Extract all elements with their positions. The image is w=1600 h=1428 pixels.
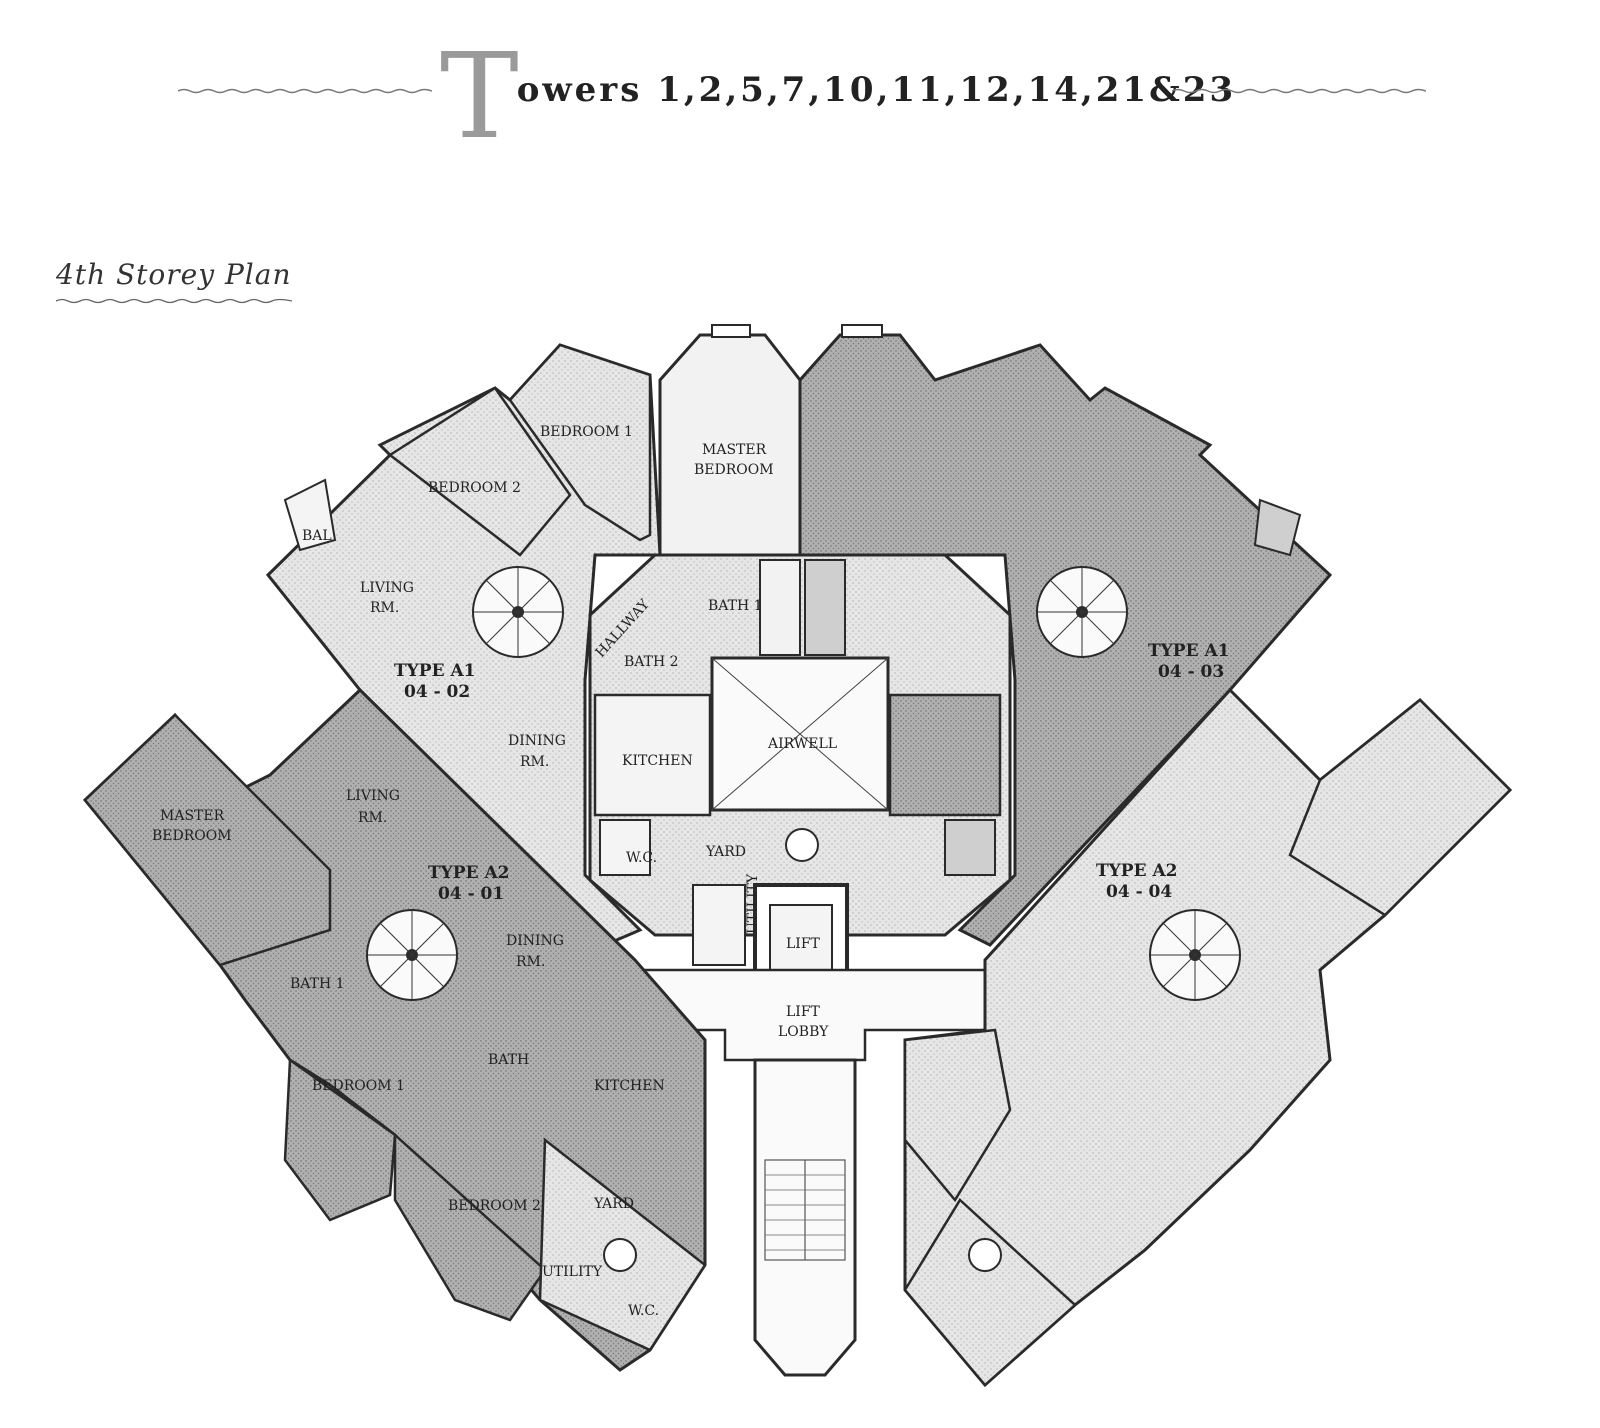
spiral-stair-0404 bbox=[1149, 909, 1241, 1001]
label-yard-left: YARD bbox=[593, 1196, 634, 1212]
label-airwell: AIRWELL bbox=[767, 736, 837, 752]
floor-plan-drawing: BEDROOM 1 MASTER BEDROOM BEDROOM 2 BAL L… bbox=[82, 324, 1513, 1388]
label-bath2-top: BATH 2 bbox=[624, 654, 679, 670]
label-unit-a1-0402-type: TYPE A1 bbox=[394, 661, 475, 681]
subtitle-rule bbox=[56, 298, 292, 304]
page-title: T owers 1,2,5,7,10,11,12,14,21&23 bbox=[440, 27, 1237, 165]
title-rule-right bbox=[1172, 88, 1426, 94]
unit-a2-0404-area bbox=[903, 687, 1513, 1388]
label-bedroom2-left: BEDROOM 2 bbox=[448, 1198, 541, 1214]
label-living-top-1: LIVING bbox=[360, 580, 414, 596]
label-bedroom1-top: BEDROOM 1 bbox=[540, 424, 633, 440]
unit-a2-0401-area bbox=[82, 687, 707, 1372]
spiral-stair-0403 bbox=[1036, 566, 1128, 658]
label-unit-a1-0403-number: 04 - 03 bbox=[1158, 662, 1224, 682]
label-unit-a1-0402-number: 04 - 02 bbox=[404, 682, 470, 702]
label-utility-left: UTILITY bbox=[542, 1264, 603, 1280]
floor-plan: BEDROOM 1 MASTER BEDROOM BEDROOM 2 BAL L… bbox=[0, 300, 1600, 1424]
title-rule-left bbox=[178, 88, 432, 94]
label-lift-lobby-2: LOBBY bbox=[778, 1024, 829, 1040]
label-living-top-2: RM. bbox=[370, 600, 399, 616]
master-bedroom-top-area bbox=[658, 324, 802, 557]
staircase-area bbox=[753, 1058, 857, 1377]
label-living-left-1: LIVING bbox=[346, 788, 400, 804]
label-dining-top-1: DINING bbox=[508, 733, 566, 749]
label-unit-a2-0401-number: 04 - 01 bbox=[438, 884, 504, 904]
label-master-top-2: BEDROOM bbox=[694, 462, 774, 478]
label-dining-top-2: RM. bbox=[520, 754, 549, 770]
title-drop-cap: T bbox=[440, 27, 519, 165]
label-unit-a2-0404-type: TYPE A2 bbox=[1096, 861, 1177, 881]
label-bath1-top: BATH 1 bbox=[708, 598, 763, 614]
title-text: owers 1,2,5,7,10,11,12,14,21&23 bbox=[516, 70, 1237, 110]
label-wc-top: W.C. bbox=[626, 850, 657, 866]
spiral-stair-0402 bbox=[472, 566, 564, 658]
label-utility-top: UTILITY bbox=[745, 873, 761, 934]
label-bath-left: BATH bbox=[488, 1052, 529, 1068]
central-core bbox=[588, 553, 1012, 987]
label-dining-left-1: DINING bbox=[506, 933, 564, 949]
label-wc-left: W.C. bbox=[628, 1303, 659, 1319]
label-kitchen-left: KITCHEN bbox=[594, 1078, 665, 1094]
label-lift-lobby-1: LIFT bbox=[786, 1004, 821, 1020]
label-kitchen-top: KITCHEN bbox=[622, 753, 693, 769]
label-bedroom1-left: BEDROOM 1 bbox=[312, 1078, 405, 1094]
label-unit-a1-0403-type: TYPE A1 bbox=[1148, 641, 1229, 661]
label-dining-left-2: RM. bbox=[516, 954, 545, 970]
label-unit-a2-0404-number: 04 - 04 bbox=[1106, 882, 1172, 902]
label-yard-top: YARD bbox=[705, 844, 746, 860]
spiral-stair-0401 bbox=[366, 909, 458, 1001]
label-bal: BAL bbox=[302, 528, 332, 544]
unit-a1-0402-area bbox=[265, 343, 662, 947]
label-unit-a2-0401-type: TYPE A2 bbox=[428, 863, 509, 883]
label-bath1-left: BATH 1 bbox=[290, 976, 345, 992]
label-bedroom2-top: BEDROOM 2 bbox=[428, 480, 521, 496]
label-master-top-1: MASTER bbox=[702, 442, 767, 458]
label-master-left-2: BEDROOM bbox=[152, 828, 232, 844]
label-lift: LIFT bbox=[786, 936, 821, 952]
plan-subtitle: 4th Storey Plan bbox=[56, 258, 292, 291]
plan-header: T owers 1,2,5,7,10,11,12,14,21&23 bbox=[0, 0, 1600, 170]
label-living-left-2: RM. bbox=[358, 810, 387, 826]
label-master-left-1: MASTER bbox=[160, 808, 225, 824]
